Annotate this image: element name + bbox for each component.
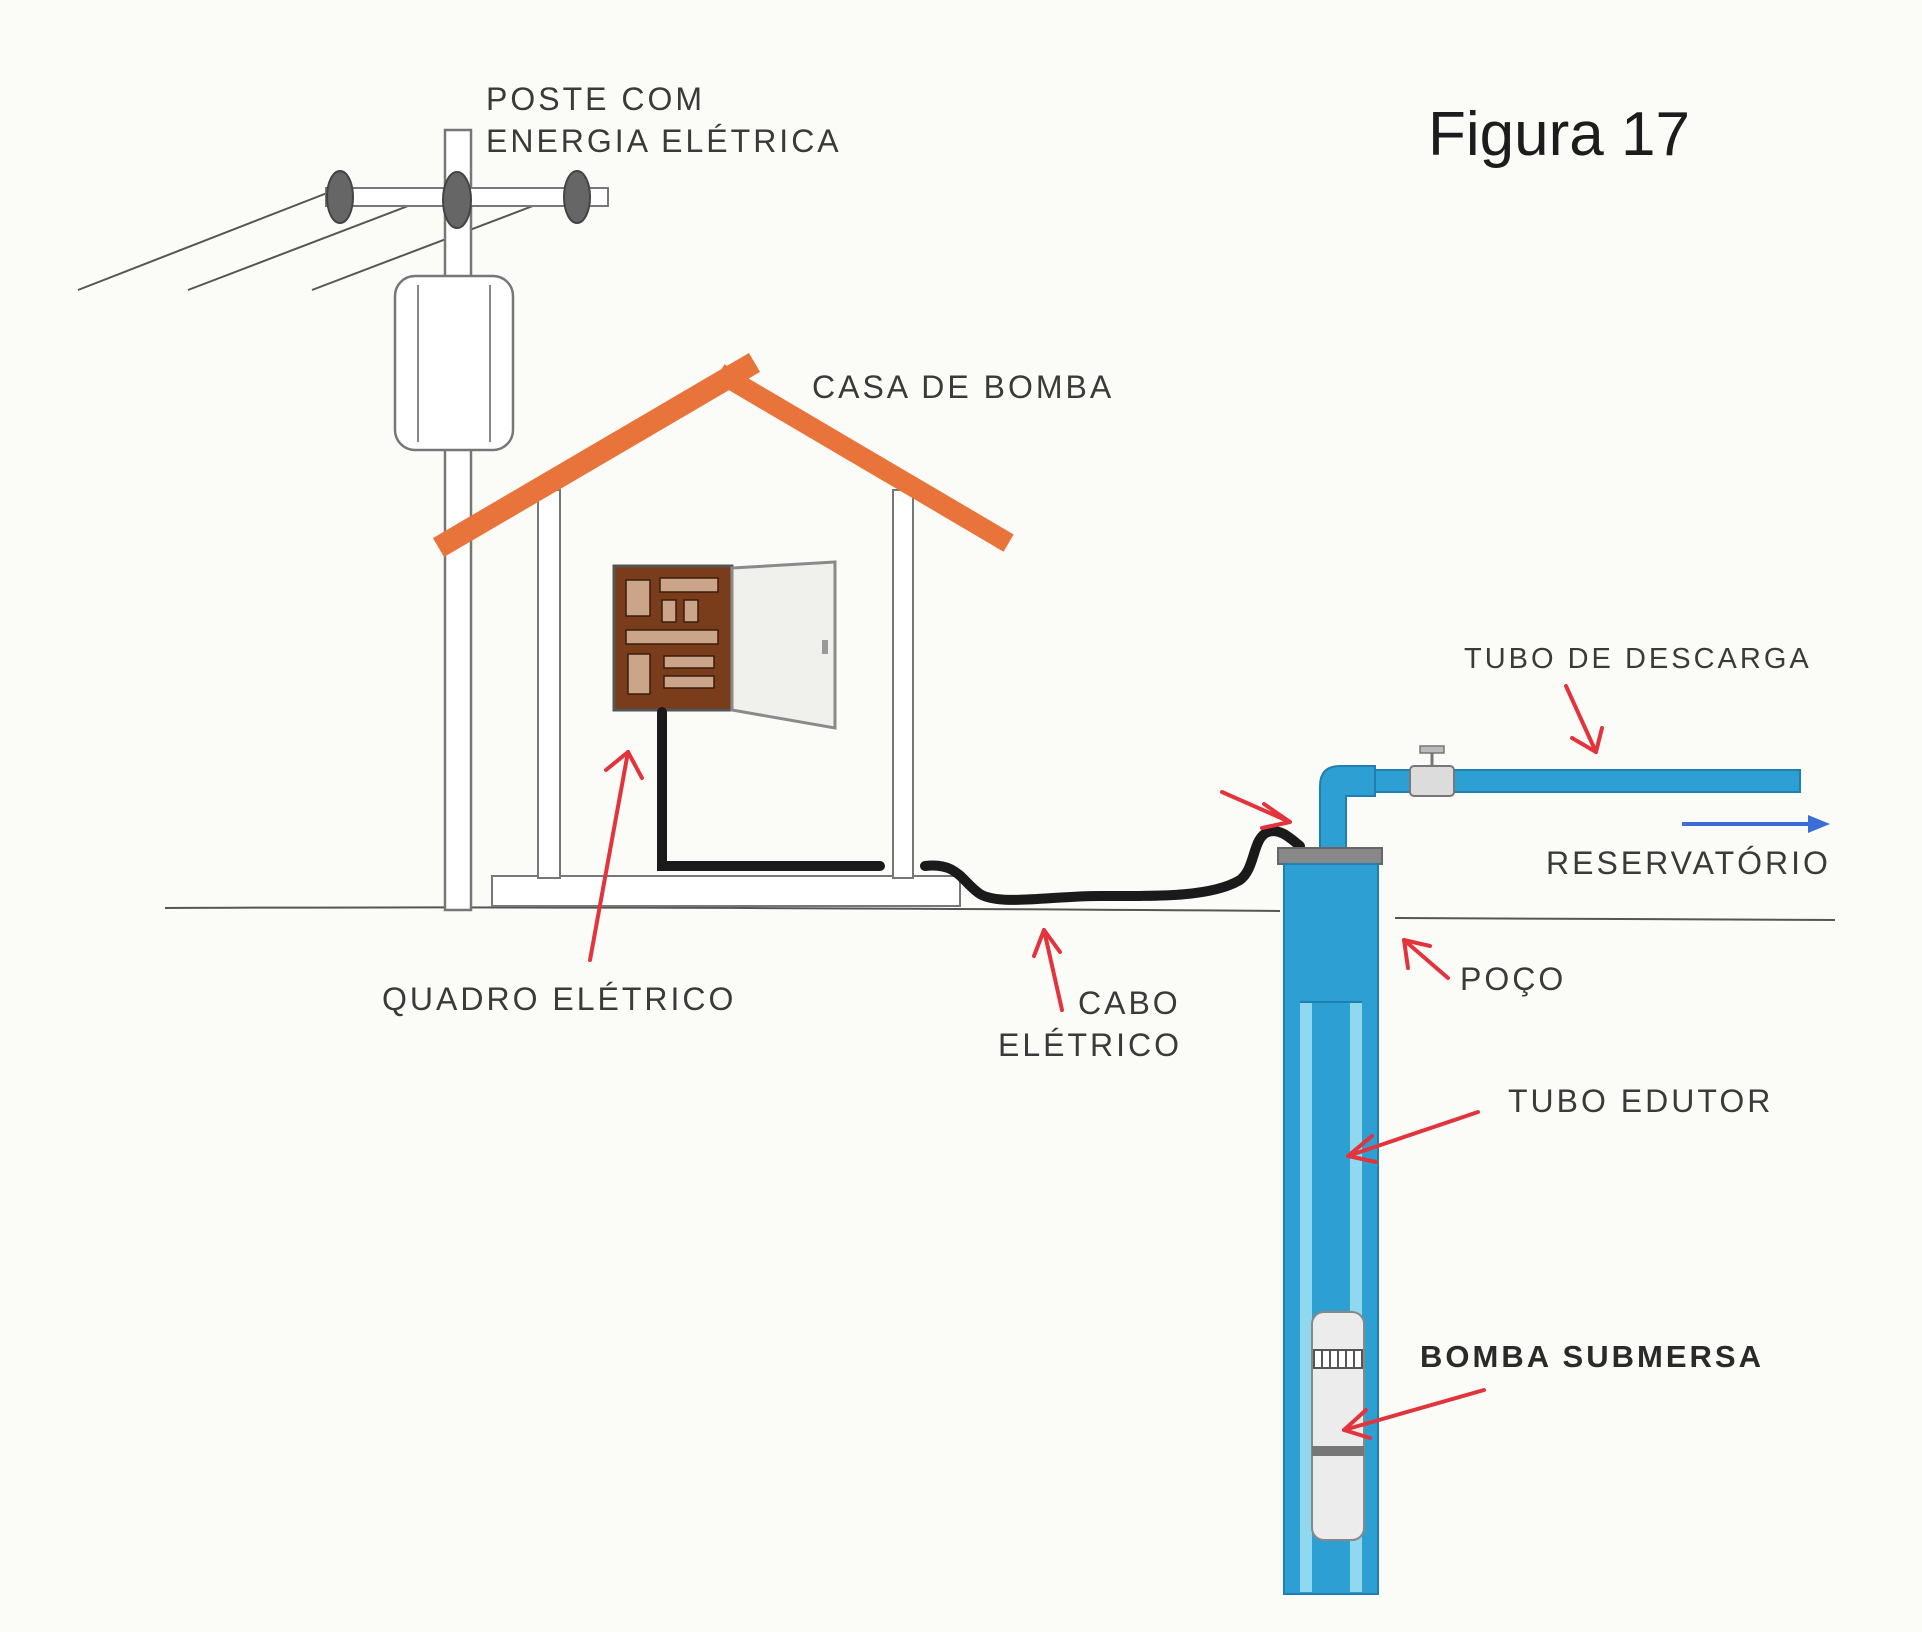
- label-pole-line2: ENERGIA ELÉTRICA: [486, 123, 842, 159]
- roof: [432, 352, 1014, 558]
- electric-panel: [612, 560, 837, 730]
- ground-line: [164, 906, 1836, 921]
- arrow-wellhead-icon: [1220, 790, 1292, 830]
- figure-title: Figura 17: [1428, 100, 1690, 169]
- arrow-panel-icon: [588, 750, 644, 962]
- panel-door: [730, 560, 837, 730]
- valve-icon: [1409, 745, 1455, 797]
- arrow-cable-icon: [1032, 928, 1064, 1012]
- label-discharge-pipe: TUBO DE DESCARGA: [1464, 643, 1812, 675]
- label-reservoir: RESERVATÓRIO: [1546, 845, 1831, 881]
- label-riser-pipe: TUBO EDUTOR: [1508, 1083, 1774, 1119]
- label-cable-line2: ELÉTRICO: [998, 1027, 1183, 1063]
- submersible-pump-body: [1311, 1311, 1365, 1541]
- flow-arrow-icon: [1682, 815, 1830, 833]
- arrow-well-icon: [1402, 938, 1450, 980]
- arrow-riser-pipe-icon: [1346, 1110, 1480, 1164]
- transformer: [393, 274, 515, 452]
- arrow-discharge-pipe-icon: [1564, 684, 1604, 754]
- label-pole-line1: POSTE COM: [486, 81, 706, 117]
- well: [1277, 847, 1383, 1595]
- insulator-left: [326, 170, 354, 224]
- label-submersible-pump: BOMBA SUBMERSA: [1420, 1339, 1764, 1374]
- discharge-pipe: [1319, 745, 1801, 849]
- label-cable-line1: CABO: [1078, 985, 1181, 1021]
- label-pump-house: CASA DE BOMBA: [812, 369, 1115, 405]
- pump-house: [432, 352, 1014, 907]
- insulator-center: [442, 171, 472, 229]
- label-electric-panel: QUADRO ELÉTRICO: [382, 981, 737, 1017]
- pointer-arrows: [588, 684, 1604, 1440]
- arrow-pump-icon: [1342, 1388, 1486, 1440]
- label-well: POÇO: [1460, 961, 1567, 997]
- insulator-right: [563, 170, 591, 224]
